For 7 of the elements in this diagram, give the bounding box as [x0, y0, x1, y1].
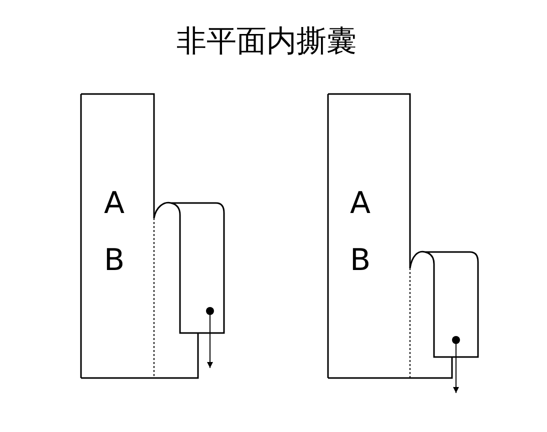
region-letter: A	[350, 189, 371, 219]
title: 非平面内撕囊	[176, 24, 356, 59]
tissue-panel	[79, 92, 199, 379]
region-letter: B	[104, 246, 125, 276]
region-letter: B	[350, 246, 371, 276]
tissue-panel	[326, 92, 454, 379]
region-letter: A	[104, 189, 125, 219]
